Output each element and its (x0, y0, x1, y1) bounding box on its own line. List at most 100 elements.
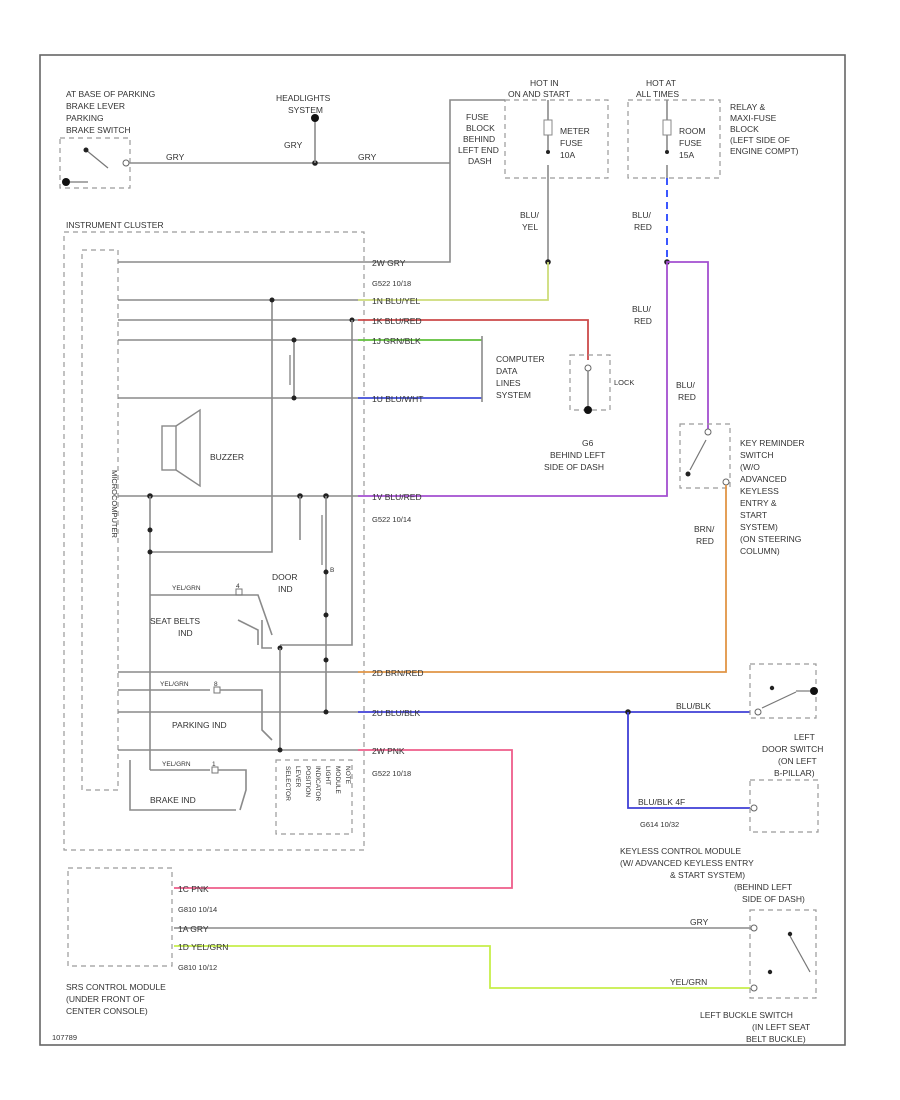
pin-blu-yel: 1N BLU/YEL (372, 296, 420, 306)
relay-block-label-3: BLOCK (730, 124, 759, 134)
brn-red-vert-1: BRN/ (694, 524, 715, 534)
seat-belts-label-1: SEAT BELTS (150, 616, 200, 626)
pos-1: 4 (236, 583, 240, 590)
microcomputer-box (81, 249, 119, 791)
hot-all-times-label-2: ALL TIMES (636, 89, 679, 99)
wire-yel-grn (174, 945, 750, 989)
fuse-block-label-5: DASH (468, 156, 492, 166)
parking-ind-label: PARKING IND (172, 720, 227, 730)
left-buckle-1: LEFT BUCKLE SWITCH (700, 1010, 793, 1020)
fuse-block-label-3: BEHIND (463, 134, 495, 144)
tag-yel-2: YEL/GRN (160, 681, 189, 688)
srs-pnk: 1C PNK (178, 884, 209, 894)
keyless-module-box (749, 779, 819, 833)
blu-red-mid-2: RED (634, 316, 652, 326)
headlights-connector-icon (311, 114, 319, 122)
relay-block-label-4: (LEFT SIDE OF (730, 135, 790, 145)
wire-blu-red (358, 319, 589, 360)
left-buckle-switch-box (749, 909, 817, 999)
key-reminder-9: (ON STEERING (740, 534, 801, 544)
parking-brake-switch-box (59, 137, 131, 189)
connector-1: G522 10/18 (372, 279, 411, 288)
lock-label: LOCK (614, 378, 634, 387)
room-fuse-box (627, 99, 721, 179)
srs-yel-grn: 1D YEL/GRN (178, 942, 228, 952)
wire-tag-gry-4: GRY (690, 917, 709, 927)
cluster-note-7: NOTE (344, 766, 351, 785)
keyless-1: KEYLESS CONTROL MODULE (620, 846, 741, 856)
meter-fuse-label-2: FUSE (560, 138, 583, 148)
keyless-3: & START SYSTEM) (670, 870, 745, 880)
g-behind-left-3: SIDE OF DASH (544, 462, 604, 472)
srs-gry: 1A GRY (178, 924, 209, 934)
wire-blu-blk-branch (627, 712, 750, 809)
connector-6: G810 10/12 (178, 963, 217, 972)
pin-pnk: 2W PNK (372, 746, 405, 756)
parking-brake-label-3: PARKING (66, 113, 104, 123)
g-behind-left-1: G6 (582, 438, 594, 448)
wire-purple (358, 261, 709, 497)
cluster-note-5: LIGHT (324, 766, 331, 785)
wire-pnk (174, 749, 513, 889)
cluster-note-2: LEVER (294, 766, 301, 788)
lock-box (569, 354, 611, 411)
room-fuse-label-2: FUSE (679, 138, 702, 148)
key-reminder-6: ENTRY & (740, 498, 777, 508)
seat-belts-label-2: IND (178, 628, 193, 638)
cluster-note-box (275, 759, 353, 835)
connector-3: G522 10/18 (372, 769, 411, 778)
wire-brn-red (358, 485, 727, 673)
key-reminder-2: SWITCH (740, 450, 774, 460)
room-fuse-label-1: ROOM (679, 126, 705, 136)
blu-blk-3: BLU/BLK 4F (638, 797, 685, 807)
parking-brake-switch: AT BASE OF PARKING BRAKE LEVER PARKING B… (59, 89, 155, 189)
key-reminder-10: COLUMN) (740, 546, 780, 556)
microcomputer-label: MICROCOMPUTER (110, 470, 119, 538)
left-buckle-3: BELT BUCKLE) (746, 1034, 806, 1044)
computer-label-1: COMPUTER (496, 354, 545, 364)
pin-brn-red: 2D BRN/RED (372, 668, 423, 678)
meter-fuse-label-1: METER (560, 126, 590, 136)
key-reminder-8: SYSTEM) (740, 522, 778, 532)
relay-block-label-2: MAXI-FUSE (730, 113, 777, 123)
key-reminder-1: KEY REMINDER (740, 438, 805, 448)
blu-yel-top-2: YEL (522, 222, 538, 232)
srs-label-1: SRS CONTROL MODULE (66, 982, 166, 992)
blu-blk-2: BLU/BLK (676, 701, 711, 711)
wire-blu-yel (358, 262, 549, 301)
parking-brake-label-4: BRAKE SWITCH (66, 125, 131, 135)
tag-yel-3: YEL/GRN (162, 761, 191, 768)
pos-3: 1 (212, 761, 216, 768)
key-reminder-7: START (740, 510, 767, 520)
pin-blu-wht: 1U BLU/WHT (372, 394, 423, 404)
footer-id: 107789 (52, 1033, 77, 1042)
tag-yel-1: YEL/GRN (172, 585, 201, 592)
cluster-note-4: INDICATOR (314, 766, 321, 801)
door-ind-label-1: DOOR (272, 572, 298, 582)
lock-ground-icon (584, 406, 592, 414)
blu-red-mid-1: BLU/ (632, 304, 652, 314)
hot-in-run-label-2: ON AND START (508, 89, 570, 99)
parking-brake-label-2: BRAKE LEVER (66, 101, 125, 111)
door-ind-label-2: IND (278, 584, 293, 594)
meter-fuse-box (504, 99, 609, 179)
headlights-label-2: SYSTEM (288, 105, 323, 115)
fuse-block-label-4: LEFT END (458, 145, 499, 155)
meter-fuse-label-3: 10A (560, 150, 575, 160)
left-door-4: B-PILLAR) (774, 768, 815, 778)
brake-ind-label: BRAKE IND (150, 795, 196, 805)
diagram-frame (39, 54, 846, 1046)
blu-red-low-1: BLU/ (676, 380, 696, 390)
pos-2: 8 (214, 681, 218, 688)
pin-blu-red: 1K BLU/RED (372, 316, 422, 326)
ground-icon (62, 178, 70, 186)
fuse-block-label-1: FUSE (466, 112, 489, 122)
blu-red-top-2: RED (634, 222, 652, 232)
srs-module-box (67, 867, 173, 967)
buzzer: BUZZER (161, 408, 244, 488)
wire-tag-gry-2: GRY (358, 152, 377, 162)
blu-yel-top-1: BLU/ (520, 210, 540, 220)
pin-grn-blk: 1J GRN/BLK (372, 336, 421, 346)
bus-mark: B (330, 567, 334, 574)
